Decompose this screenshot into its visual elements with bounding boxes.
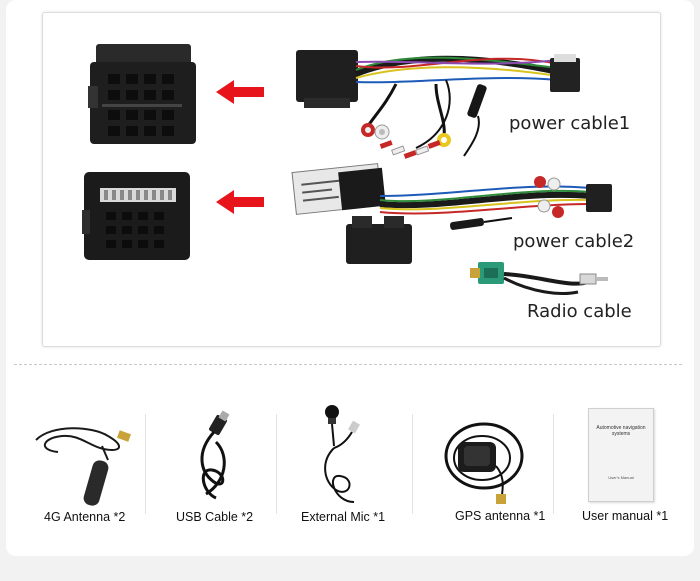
accessory-label: External Mic *1 <box>301 510 386 524</box>
accessory-separator <box>412 414 413 514</box>
power-cable-1-harness <box>296 50 580 159</box>
arrow-left-icon <box>216 80 264 104</box>
section-divider <box>14 364 682 365</box>
radio-cable-label: Radio cable <box>527 301 632 322</box>
accessory-separator <box>145 414 146 514</box>
accessory-label: 4G Antenna *2 <box>44 510 126 524</box>
antenna-icon <box>35 427 132 506</box>
power-cable-2-harness <box>291 163 612 264</box>
manual-icon: Automotive navigation systems User's Man… <box>588 408 654 502</box>
accessory-label: User manual *1 <box>582 509 669 523</box>
power-cable-2-label: power cable2 <box>513 231 635 252</box>
arrow-left-icon <box>216 190 264 214</box>
gps-antenna-icon <box>444 422 524 504</box>
accessory-separator <box>276 414 277 514</box>
radio-cable <box>470 262 608 295</box>
power-cable-1-label: power cable1 <box>509 113 631 134</box>
manual-subtitle: User's Manual <box>608 475 634 480</box>
connector-female-1 <box>88 44 196 144</box>
accessory-label: USB Cable *2 <box>176 510 254 524</box>
usb-cable-icon <box>200 410 230 500</box>
microphone-icon <box>324 405 360 503</box>
manual-title: Automotive navigation systems <box>596 425 646 437</box>
connector-female-2 <box>82 172 190 260</box>
accessory-separator <box>553 414 554 514</box>
accessory-label: GPS antenna *1 <box>455 509 546 523</box>
